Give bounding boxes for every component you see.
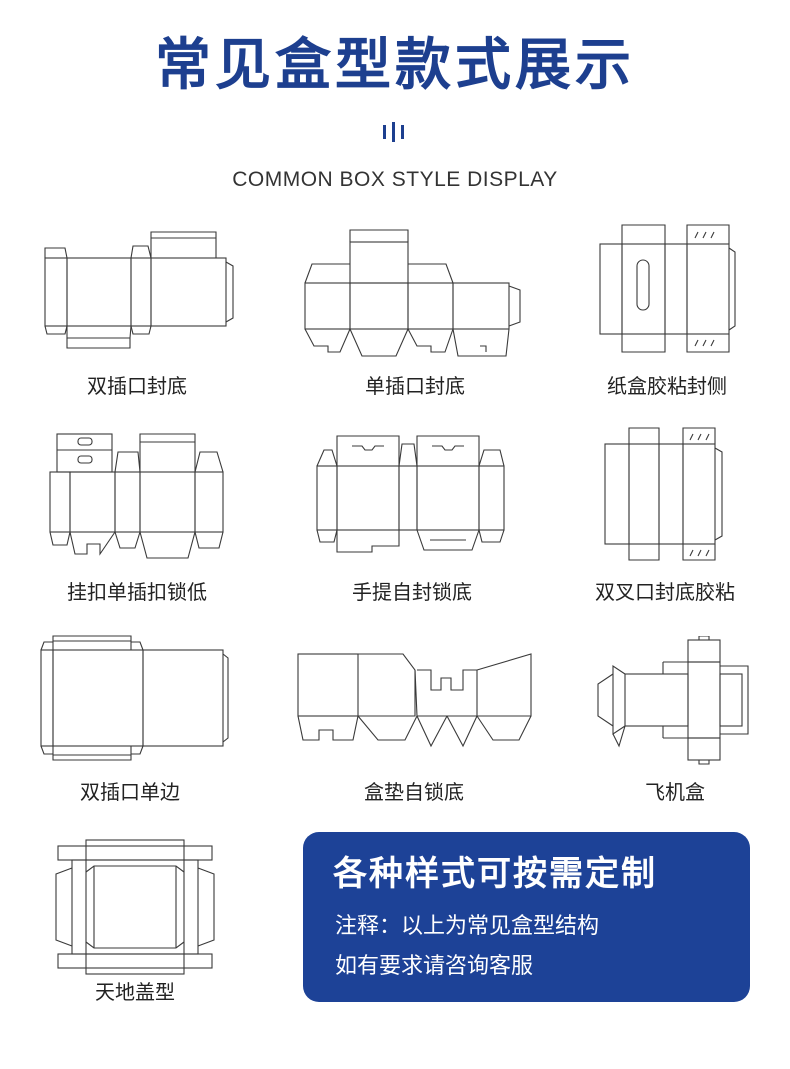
box-label-tray-auto-lock: 盒垫自锁底 [364,780,464,804]
box-diagram-hanger-tuck-lock [45,430,230,562]
box-label-double-fork-glued: 双叉口封底胶粘 [595,580,735,604]
box-label-mailer-box: 飞机盒 [645,780,705,804]
box-diagram-handle-auto-lock [312,430,512,560]
box-diagram-tray-auto-lock [293,650,538,750]
box-diagram-double-fork-glued [600,426,730,564]
box-label-handle-auto-lock: 手提自封锁底 [352,580,472,604]
panel-note: 注释：以上为常见盒型结构 [335,914,600,939]
box-label-double-tuck-bottom: 双插口封底 [87,374,187,398]
box-diagram-lid-and-base [50,838,220,976]
box-label-single-tuck-bottom: 单插口封底 [365,374,465,398]
box-diagram-mailer-box [593,636,753,766]
box-label-hanger-tuck-lock: 挂扣单插扣锁低 [67,580,207,604]
box-diagram-double-tuck-single-side [36,632,231,764]
box-diagram-double-tuck-bottom [40,228,240,356]
panel-title: 各种样式可按需定制 [333,854,657,894]
box-diagram-glued-side-carton [595,222,740,357]
customization-panel: 各种样式可按需定制 注释：以上为常见盒型结构 如有要求请咨询客服 [303,832,750,1002]
page-title: 常见盒型款式展示 [155,33,635,98]
page-subtitle: COMMON BOX STYLE DISPLAY [232,168,558,191]
box-label-glued-side-carton: 纸盒胶粘封侧 [607,374,727,398]
title-divider-marks [380,122,410,142]
box-diagram-single-tuck-bottom [300,228,530,358]
box-label-lid-and-base: 天地盖型 [95,980,175,1004]
box-label-double-tuck-single-side: 双插口单边 [80,780,180,804]
panel-contact-note: 如有要求请咨询客服 [335,954,534,979]
